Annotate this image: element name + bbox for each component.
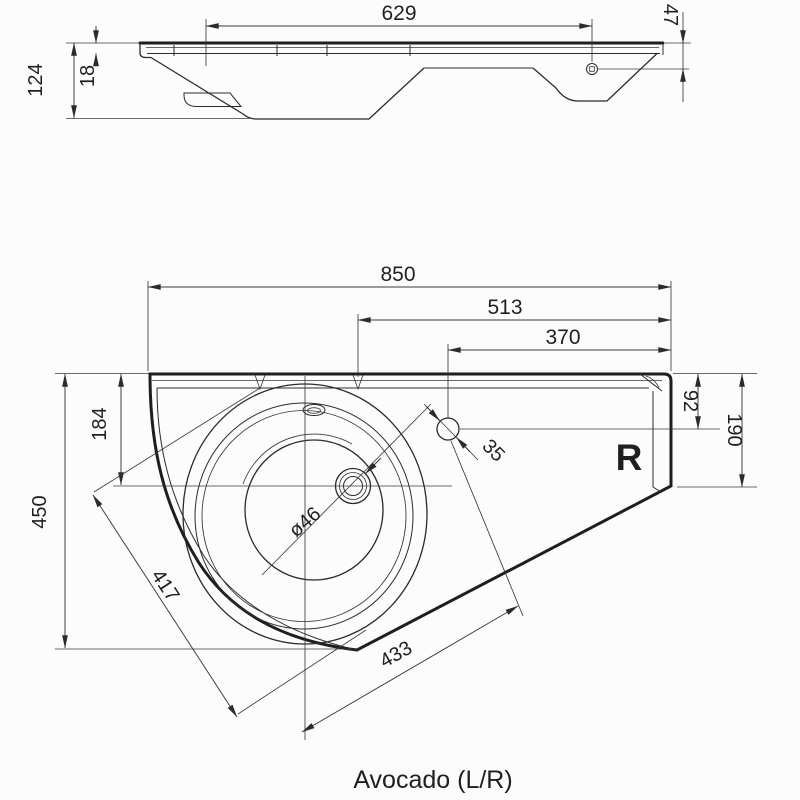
dim-433-ext-right <box>450 440 524 617</box>
dim-417-ext-upper <box>93 387 261 493</box>
dim-35-arrow-1 <box>425 405 440 421</box>
dim-433-label: 433 <box>376 637 416 673</box>
orientation-label-R: R <box>616 437 643 478</box>
dim-370-label: 370 <box>545 326 580 349</box>
dim-417: 417 <box>92 387 367 718</box>
bowl-floor <box>244 439 384 581</box>
dim-850: 850 <box>147 263 672 371</box>
dim-417-label: 417 <box>147 566 184 606</box>
bowl-underside-profile <box>150 56 425 120</box>
dim-184: 184 <box>89 373 124 486</box>
deck-left-lip <box>139 41 151 59</box>
dim-92-label: 92 <box>679 390 701 412</box>
dim-92: 92 <box>460 373 757 430</box>
dim-417-line <box>92 494 238 718</box>
fixing-hole <box>586 63 598 75</box>
dim-629: 629 <box>205 2 593 66</box>
overflow-hole-inner <box>307 407 321 414</box>
rim-inner-curve <box>156 387 358 651</box>
dim-450-label: 450 <box>29 495 51 528</box>
deck-notch-2 <box>352 374 364 391</box>
dim-o46-label: ø46 <box>285 503 325 542</box>
dim-47: 47 <box>659 4 691 102</box>
dim-18: 18 <box>77 26 99 87</box>
left-foot-detail <box>183 92 243 107</box>
corner-bevel-bottom <box>652 486 662 493</box>
corner-chamfer-top <box>639 373 663 392</box>
dim-47-label: 47 <box>659 4 681 26</box>
bowl-floor-accent-arc <box>242 433 353 485</box>
dim-124-label: 124 <box>25 63 47 96</box>
dim-370: 370 <box>447 326 672 419</box>
dim-184-label: 184 <box>89 407 111 440</box>
overflow-hole <box>302 404 326 416</box>
right-leg-profile <box>532 53 658 102</box>
drawing-title: Avocado (L/R) <box>353 766 512 794</box>
dim-18-label: 18 <box>77 65 99 87</box>
dim-513: 513 <box>357 296 672 377</box>
drain-diameter-arrow <box>365 457 382 474</box>
fixing-hole-mark <box>589 66 595 72</box>
dim-190: 190 <box>677 373 757 488</box>
drain-diameter-leader <box>261 403 432 576</box>
dim-850-label: 850 <box>380 263 415 286</box>
dim-629-label: 629 <box>381 2 416 25</box>
dim-417-ext-lower <box>237 629 367 715</box>
dim-190-label: 190 <box>723 413 745 446</box>
dim-433-line <box>301 605 519 733</box>
plan-view: 35 ø46 R 850 513 370 9 <box>29 263 757 740</box>
deck-notch-1 <box>254 374 266 391</box>
basin-outline <box>148 372 673 652</box>
front-elevation-view: 629 124 18 47 <box>25 2 691 120</box>
dim-124: 124 <box>25 42 250 119</box>
dim-35-label: 35 <box>478 435 509 466</box>
dim-513-label: 513 <box>487 296 522 319</box>
dim-35-arrow-2 <box>456 437 471 453</box>
corner-chamfer-arc <box>645 375 660 389</box>
